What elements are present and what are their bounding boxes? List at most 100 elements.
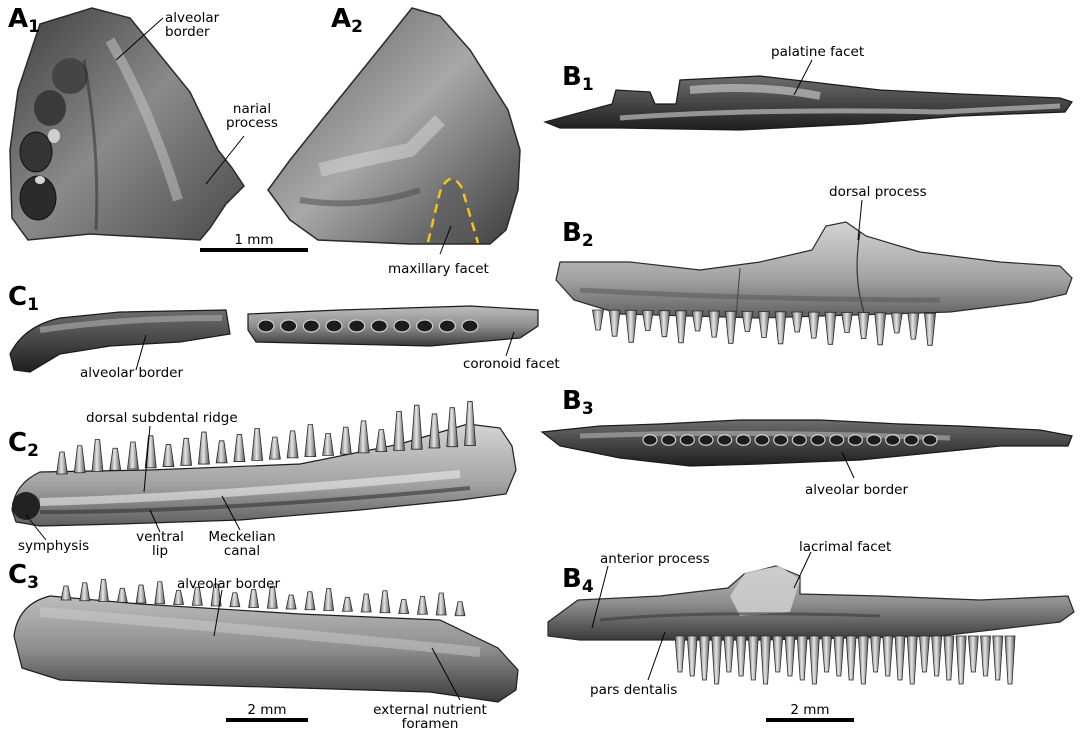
alveolus [717, 434, 733, 446]
tooth [360, 593, 372, 613]
specimen-c2 [11, 401, 517, 527]
label-palatine-facet: palatine facet [771, 44, 865, 60]
alveoli-b3 [642, 434, 938, 446]
tooth [233, 434, 246, 462]
tooth [285, 594, 297, 610]
tooth [833, 635, 845, 677]
label-lacrimal-facet: lacrimal facet [799, 539, 892, 555]
alveolus [735, 434, 751, 446]
tooth [931, 635, 943, 677]
tooth [857, 635, 869, 685]
tooth [127, 441, 139, 470]
alveolus [257, 319, 275, 333]
specimen-a1 [9, 7, 245, 241]
tooth [162, 444, 175, 467]
alveolus [885, 434, 901, 446]
panel-label-b2: B2 [562, 218, 594, 251]
tooth [870, 635, 881, 673]
tooth [341, 596, 353, 612]
leader-lines [25, 17, 863, 701]
tooth [393, 411, 405, 451]
tooth [894, 635, 906, 681]
specimen-c1-right [247, 305, 539, 347]
tooth [339, 426, 352, 455]
specimen-c1-left [9, 309, 231, 373]
scale-label-a: 1 mm [234, 232, 274, 248]
tooth [191, 586, 203, 606]
specimen-b4 [547, 565, 1075, 685]
tooth [784, 635, 796, 677]
tooth [807, 311, 820, 339]
label-coronoid-facet: coronoid facet [463, 356, 560, 372]
alveolus [866, 434, 882, 446]
tooth [116, 587, 128, 603]
tooth [741, 311, 754, 332]
teeth-b4 [674, 635, 1016, 685]
alveolus [698, 434, 714, 446]
alveolus [393, 319, 411, 333]
tooth [919, 635, 930, 673]
tooth [197, 431, 210, 465]
tooth [821, 635, 833, 673]
tooth [323, 588, 335, 611]
label-symphysis: symphysis [18, 538, 90, 554]
tooth [215, 440, 228, 464]
panel-label-b1: B1 [562, 62, 594, 95]
panel-label-b3: B3 [562, 386, 594, 419]
alveolus [661, 434, 677, 446]
scale-label-c: 2 mm [247, 702, 287, 718]
label-dorsal-subdental-ridge: dorsal subdental ridge [86, 410, 238, 426]
panel-label-b4: B4 [562, 564, 594, 597]
tooth [735, 635, 747, 677]
tooth [304, 424, 317, 458]
tooth [446, 407, 459, 448]
alveolus [754, 434, 770, 446]
panel-label-a2: A2 [331, 4, 363, 37]
tooth [708, 310, 721, 338]
tooth [674, 635, 686, 673]
tooth [56, 451, 68, 475]
tooth [760, 635, 771, 685]
tooth [417, 595, 428, 615]
alveolus [370, 319, 388, 333]
alveolus [810, 434, 826, 446]
alveolus [348, 319, 366, 333]
tooth [857, 312, 870, 340]
tooth [135, 584, 147, 604]
tooth [248, 589, 260, 608]
tooth [357, 420, 370, 454]
alveolus [903, 434, 919, 446]
label-alveolar-border-c3: alveolar border [177, 576, 281, 592]
tooth [625, 309, 638, 343]
tooth [845, 635, 857, 681]
tooth [375, 429, 388, 453]
alveolus [642, 434, 658, 446]
specimen-b2 [555, 221, 1073, 346]
tooth [796, 635, 808, 681]
tooth [943, 635, 955, 681]
tooth [967, 635, 979, 673]
tooth [658, 310, 671, 338]
tooth [73, 445, 86, 474]
tooth [686, 635, 698, 677]
tooth [454, 601, 466, 617]
tooth [304, 591, 316, 611]
scale-label-b: 2 mm [790, 702, 830, 718]
tooth [60, 585, 72, 601]
tooth [398, 599, 410, 614]
tooth [758, 311, 770, 339]
tooth [955, 635, 967, 685]
tooth [464, 401, 476, 446]
alveolus [302, 319, 320, 333]
tooth [286, 430, 299, 459]
tooth [266, 585, 278, 609]
tooth [79, 582, 91, 602]
specimen-b1 [543, 75, 1073, 131]
alveolus [791, 434, 807, 446]
panel-label-c1: C1 [8, 282, 39, 315]
tooth [180, 437, 193, 466]
tooth [791, 311, 804, 333]
tooth [874, 312, 887, 346]
